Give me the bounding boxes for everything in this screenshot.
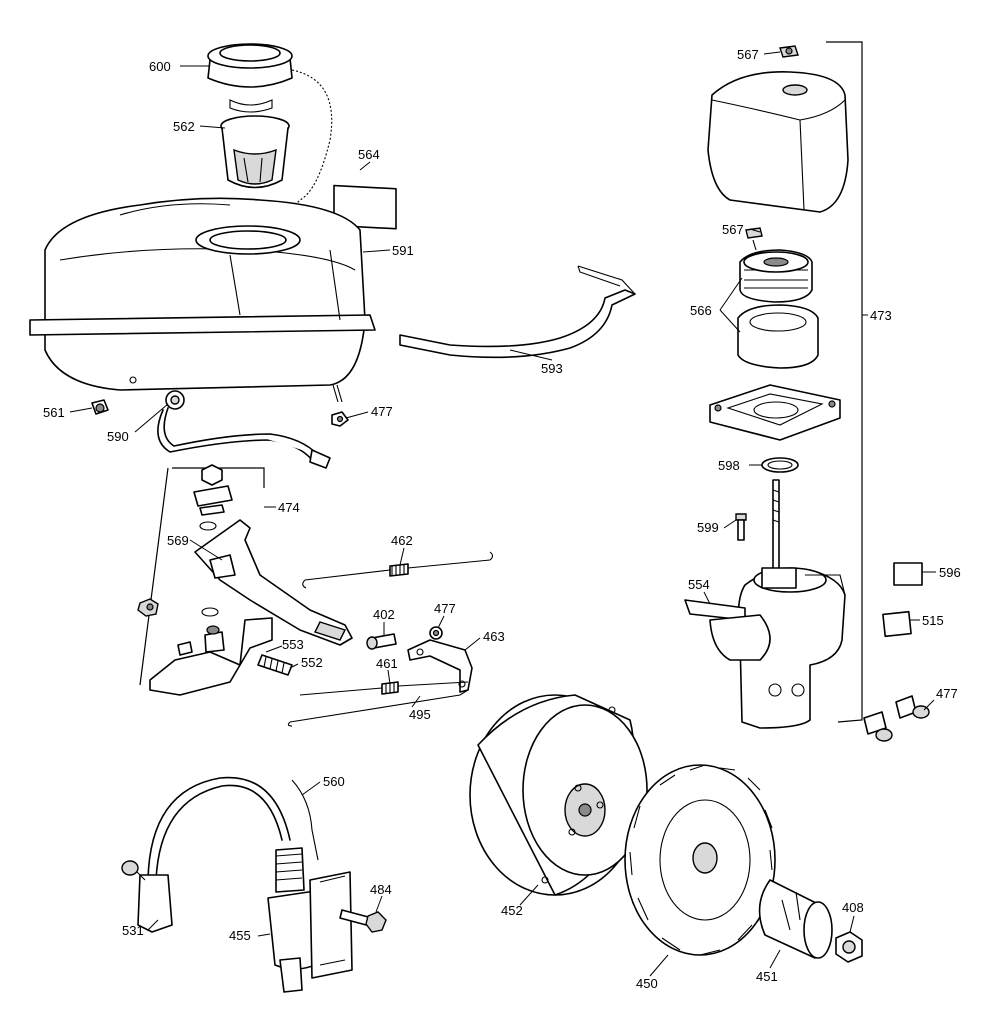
callout-408: 408 [842,900,864,915]
throttle-rod-495 [287,689,469,727]
governor-spring-461 [299,681,469,696]
assembly-bracket-474 [139,467,265,686]
spacer-and-nuts [863,695,930,742]
nut-477-control [429,626,443,640]
air-cleaner-base [709,384,841,441]
cooling-fan-450 [624,764,776,956]
governor-spring-462 [302,551,494,589]
callout-591: 591 [392,243,414,258]
fuel-cap [207,43,293,113]
callout-552: 552 [301,655,323,670]
flywheel-452 [469,694,648,896]
callout-462: 462 [391,533,413,548]
fuel-tank [29,197,376,391]
callout-554: 554 [688,577,710,592]
callout-569: 569 [167,533,189,548]
callout-495: 495 [409,707,431,722]
callout-531: 531 [122,923,144,938]
gasket [761,457,799,473]
warning-label [333,184,397,230]
callout-451: 451 [756,969,778,984]
callout-477-control: 477 [434,601,456,616]
leader-lines [69,51,936,977]
callout-463: 463 [483,629,505,644]
ignition-coil-455 [267,847,353,993]
starter-cup-451 [758,879,833,959]
tank-nut [331,384,349,427]
coil-bolt-484 [339,909,387,933]
throttle-control-lever [149,464,353,696]
callout-473: 473 [870,308,892,323]
callout-452: 452 [501,903,523,918]
flywheel-nut-408 [835,931,863,963]
fuel-valve-and-hose [157,390,331,469]
callout-560: 560 [323,774,345,789]
callout-567-top: 567 [737,47,759,62]
air-filter-element [737,249,819,369]
fuel-strainer [220,115,290,189]
callout-484: 484 [370,882,392,897]
callout-590: 590 [107,429,129,444]
air-intake-elbow [684,567,846,729]
loose-bolt [137,598,159,617]
mounting-bolt [735,513,747,541]
assembly-bracket-473 [826,41,863,723]
pin-402 [366,633,397,650]
callout-477-nuts: 477 [936,686,958,701]
label-515 [882,610,912,638]
callout-599: 599 [697,520,719,535]
callout-562: 562 [173,119,195,134]
callout-402: 402 [373,607,395,622]
adjustment-spring [257,654,293,676]
callout-477-tank: 477 [371,404,393,419]
callout-561: 561 [43,405,65,420]
cover-screw [779,45,799,58]
callout-567-lower: 567 [722,222,744,237]
tank-bolt [91,399,109,415]
callout-598: 598 [718,458,740,473]
tank-bracket-strap [399,265,636,359]
callout-labels: 600 562 564 591 561 590 477 593 567 567 … [43,47,961,991]
callout-600: 600 [149,59,171,74]
callout-461: 461 [376,656,398,671]
callout-566: 566 [690,303,712,318]
callout-553: 553 [282,637,304,652]
element-screw [745,227,763,251]
callout-515: 515 [922,613,944,628]
callout-593: 593 [541,361,563,376]
air-cleaner-cover [707,71,849,213]
callout-455: 455 [229,928,251,943]
spark-plug-wire [147,776,319,881]
spark-plug-cap-531 [121,860,173,933]
callout-474: 474 [278,500,300,515]
governor-arm-463 [407,639,473,693]
callout-564: 564 [358,147,380,162]
callout-596: 596 [939,565,961,580]
label-596 [893,562,923,586]
callout-450: 450 [636,976,658,991]
